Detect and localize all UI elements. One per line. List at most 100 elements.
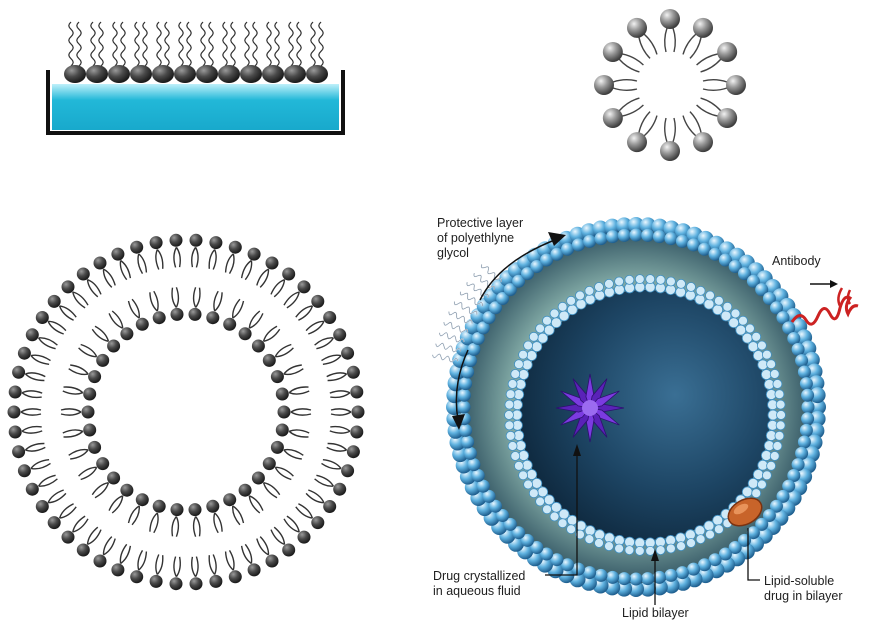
- bilayer-head: [262, 353, 276, 367]
- bilayer-head: [311, 516, 325, 530]
- bilayer-head: [346, 365, 360, 379]
- outer-head: [809, 410, 826, 427]
- inner-head: [776, 410, 786, 420]
- outer-head: [489, 499, 502, 513]
- bilayer-head: [206, 499, 220, 513]
- outer-head: [687, 238, 701, 252]
- bilayer-tail: [327, 373, 348, 382]
- bilayer-head: [111, 247, 125, 261]
- bilayer-head: [188, 503, 202, 517]
- bilayer-tail: [24, 442, 45, 451]
- inner-head: [686, 538, 696, 548]
- inner-head: [694, 525, 706, 536]
- lipid-head: [130, 65, 152, 83]
- outer-head: [791, 342, 805, 356]
- bilayer-tail: [270, 529, 285, 546]
- bilayer-tail: [47, 320, 64, 335]
- bilayer-tail: [263, 328, 281, 342]
- micelle-head: [602, 108, 623, 128]
- bilayer-head: [265, 256, 279, 270]
- lipid-tail: [252, 21, 258, 67]
- outer-head: [550, 553, 564, 567]
- bilayer-tail: [321, 462, 342, 470]
- bilayer-head: [130, 570, 144, 584]
- lipid-tail: [76, 21, 82, 67]
- bilayer-tail: [283, 364, 302, 375]
- inner-head: [528, 488, 539, 499]
- bilayer-head: [88, 440, 102, 454]
- inner-head: [604, 278, 614, 289]
- inner-head: [504, 399, 515, 410]
- inner-head: [712, 514, 724, 526]
- inner-head: [775, 420, 786, 431]
- peg-chain-outline: [466, 282, 489, 298]
- bilayer-tail: [295, 506, 313, 519]
- bilayer-tail: [131, 298, 140, 319]
- bilayer-tail: [330, 411, 352, 416]
- bilayer-head: [297, 530, 311, 544]
- inner-head: [655, 274, 666, 285]
- outer-head: [503, 517, 517, 531]
- lipid-drug-pointer: [747, 528, 760, 581]
- bilayer-tail: [259, 536, 270, 555]
- outer-head: [801, 400, 815, 414]
- bilayer-tail: [111, 310, 124, 329]
- bilayer-tail: [30, 459, 50, 469]
- bilayer-tail: [72, 515, 86, 533]
- inner-head: [735, 324, 747, 336]
- lipid-tail: [164, 21, 170, 67]
- outer-head: [797, 435, 811, 449]
- monolayer-lipids: [64, 21, 328, 83]
- bilayer-tail: [232, 505, 245, 524]
- bilayer-tail: [192, 287, 197, 308]
- bilayer-tail: [224, 253, 234, 273]
- inner-head: [510, 451, 521, 461]
- bilayer-tail: [283, 368, 304, 376]
- lipid-head: [64, 65, 86, 83]
- outer-head: [652, 570, 666, 584]
- outer-head: [540, 253, 554, 267]
- lipid-drug-highlight: [733, 503, 749, 515]
- bilayer-tail: [249, 313, 264, 329]
- bilayer-head: [8, 385, 22, 399]
- drug-aqueous-pointer-head: [573, 444, 581, 456]
- inner-head: [594, 282, 604, 292]
- bilayer-head: [251, 339, 265, 353]
- inner-head: [566, 304, 578, 316]
- bilayer-tail: [80, 466, 98, 481]
- outer-head: [540, 547, 554, 561]
- lipid-soluble-drug: [727, 497, 763, 527]
- micelle-tail: [618, 58, 640, 73]
- inner-head: [752, 469, 764, 480]
- bilayer-tail: [329, 430, 351, 434]
- bilayer-tail: [138, 253, 148, 273]
- outer-head: [530, 541, 544, 554]
- bilayer-vesicle: [7, 233, 365, 591]
- bilayer-tail: [305, 492, 324, 504]
- bilayer-tail: [175, 287, 180, 308]
- micelle-head: [627, 132, 647, 153]
- lipid-tail: [68, 21, 74, 67]
- bilayer-head: [270, 370, 284, 384]
- outer-head: [629, 572, 643, 586]
- bilayer-head: [12, 445, 26, 459]
- inner-head: [575, 298, 587, 310]
- inner-head: [745, 323, 755, 334]
- inner-head: [537, 486, 549, 498]
- bilayer-head: [149, 236, 163, 250]
- lipid-head: [174, 65, 196, 83]
- inner-head: [686, 282, 696, 292]
- bilayer-tail: [111, 495, 124, 514]
- bilayer-head: [209, 236, 223, 250]
- inner-head: [772, 441, 783, 451]
- outer-head: [459, 377, 473, 391]
- inner-head: [705, 290, 715, 301]
- bilayer-tail: [322, 355, 342, 365]
- bilayer-head: [7, 405, 21, 419]
- bilayer-tail: [173, 246, 178, 268]
- lipid-tail: [266, 21, 272, 67]
- bilayer-tail: [263, 482, 281, 496]
- micelle-head: [660, 141, 680, 161]
- bilayer-tail: [256, 538, 269, 556]
